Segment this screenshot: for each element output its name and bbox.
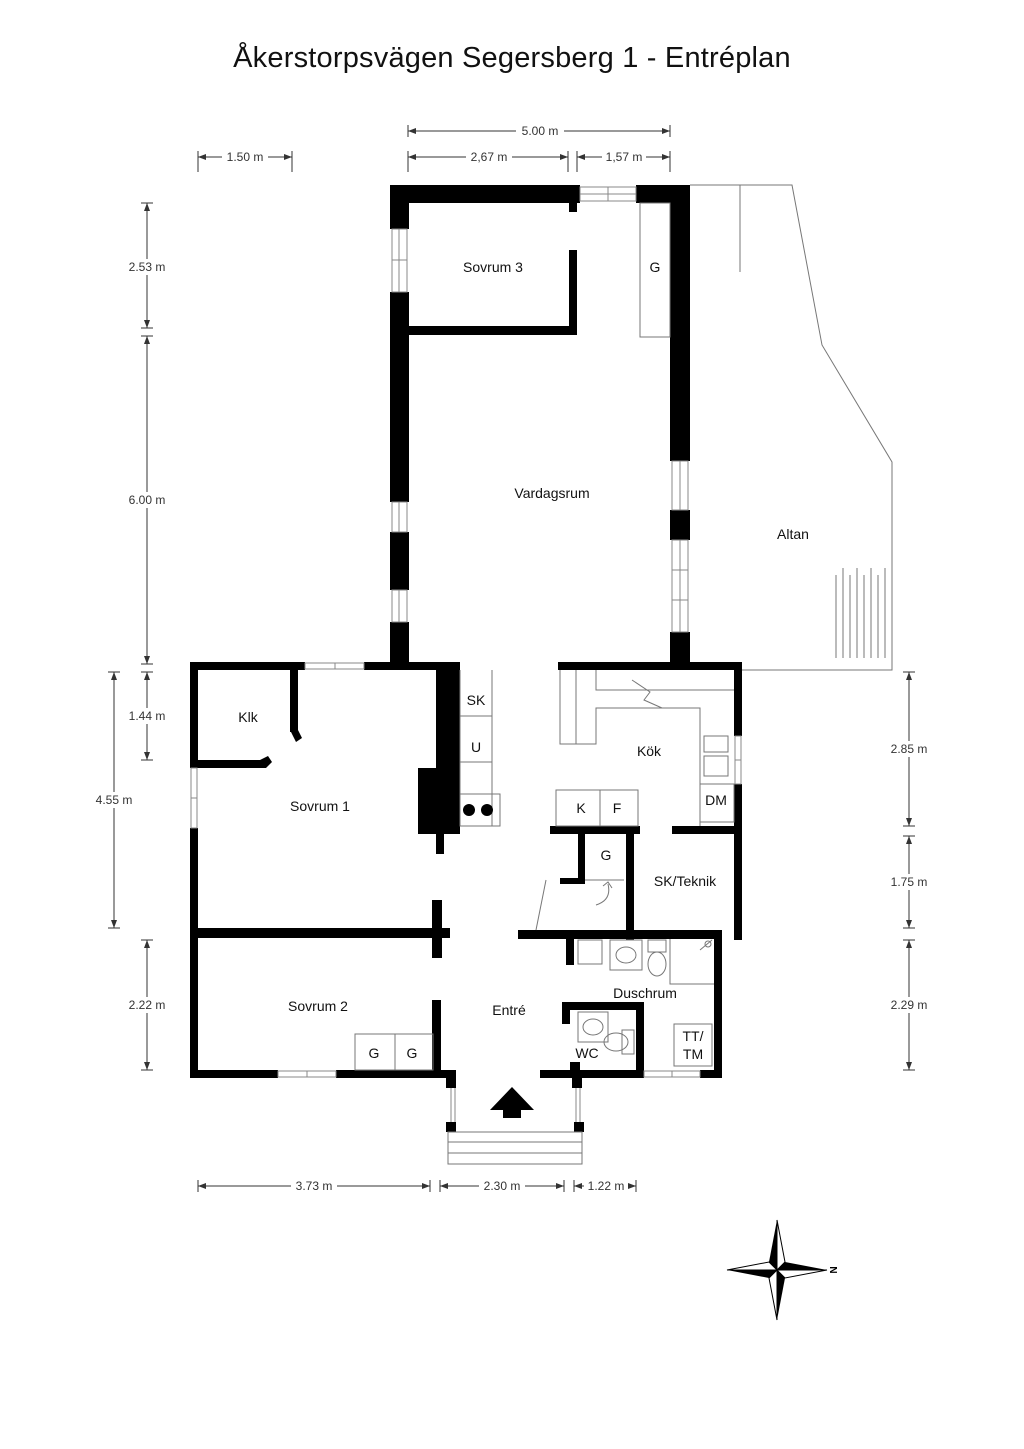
page-title: Åkerstorpsvägen Segersberg 1 - Entréplan <box>233 42 791 74</box>
dim-top-total: 5.00 m <box>522 124 559 138</box>
room-label-duschrum: Duschrum <box>613 985 677 1001</box>
room-label-sovrum2: Sovrum 2 <box>288 998 348 1014</box>
fixture-label-tm: TM <box>683 1046 703 1062</box>
fixture-label-u: U <box>471 739 481 755</box>
room-label-klk: Klk <box>238 709 258 725</box>
fixture-label-k: K <box>576 800 586 816</box>
fixture-label-dm: DM <box>705 792 727 808</box>
dim-left-4: 4.55 m <box>96 793 133 807</box>
walls <box>190 185 742 1132</box>
room-labels: Sovrum 3 Vardagsrum Altan Klk Sovrum 1 K… <box>238 259 809 1061</box>
room-label-vardagsrum: Vardagsrum <box>514 485 589 501</box>
fixture-label-f: F <box>613 800 622 816</box>
altan-outline <box>690 184 893 671</box>
room-label-altan: Altan <box>777 526 809 542</box>
fixture-label-g1: G <box>369 1045 380 1061</box>
compass-north-label: N <box>827 1266 838 1273</box>
dim-bottom-1: 3.73 m <box>296 1179 333 1193</box>
room-label-entre: Entré <box>492 1002 526 1018</box>
dimension-lines <box>108 125 915 1192</box>
fixture-label-g2: G <box>407 1045 418 1061</box>
room-label-kok: Kök <box>637 743 662 759</box>
entrance-arrow-icon <box>490 1087 534 1118</box>
dim-left-1: 2.53 m <box>129 260 166 274</box>
room-label-wc: WC <box>575 1045 598 1061</box>
dim-top-far-left: 1.50 m <box>227 150 264 164</box>
dim-bottom-3: 1.22 m <box>588 1179 625 1193</box>
dim-top-left: 2,67 m <box>471 150 508 164</box>
windows <box>190 186 742 1122</box>
fixture-label-sk: SK <box>467 692 486 708</box>
dim-right-2: 1.75 m <box>891 875 928 889</box>
dim-left-2: 6.00 m <box>129 493 166 507</box>
dim-top-right: 1,57 m <box>606 150 643 164</box>
dim-right-1: 2.85 m <box>891 742 928 756</box>
fixture-labels: G SK U K F DM G G G TT/ TM <box>369 259 727 1062</box>
dim-bottom-2: 2.30 m <box>484 1179 521 1193</box>
fixture-label-g-stair: G <box>601 847 612 863</box>
fixture-label-g-top: G <box>650 259 661 275</box>
compass-rose-icon: N <box>726 1219 838 1321</box>
dim-right-3: 2.29 m <box>891 998 928 1012</box>
dim-left-5: 2.22 m <box>129 998 166 1012</box>
room-label-sk-teknik: SK/Teknik <box>654 873 717 889</box>
fixture-label-tt: TT/ <box>683 1028 704 1044</box>
room-label-sovrum3: Sovrum 3 <box>463 259 523 275</box>
dim-left-3: 1.44 m <box>129 709 166 723</box>
dimension-labels: 5.00 m 2,67 m 1,57 m 1.50 m 2.53 m 6.00 … <box>91 123 932 1193</box>
room-label-sovrum1: Sovrum 1 <box>290 798 350 814</box>
fixtures <box>354 202 735 1165</box>
